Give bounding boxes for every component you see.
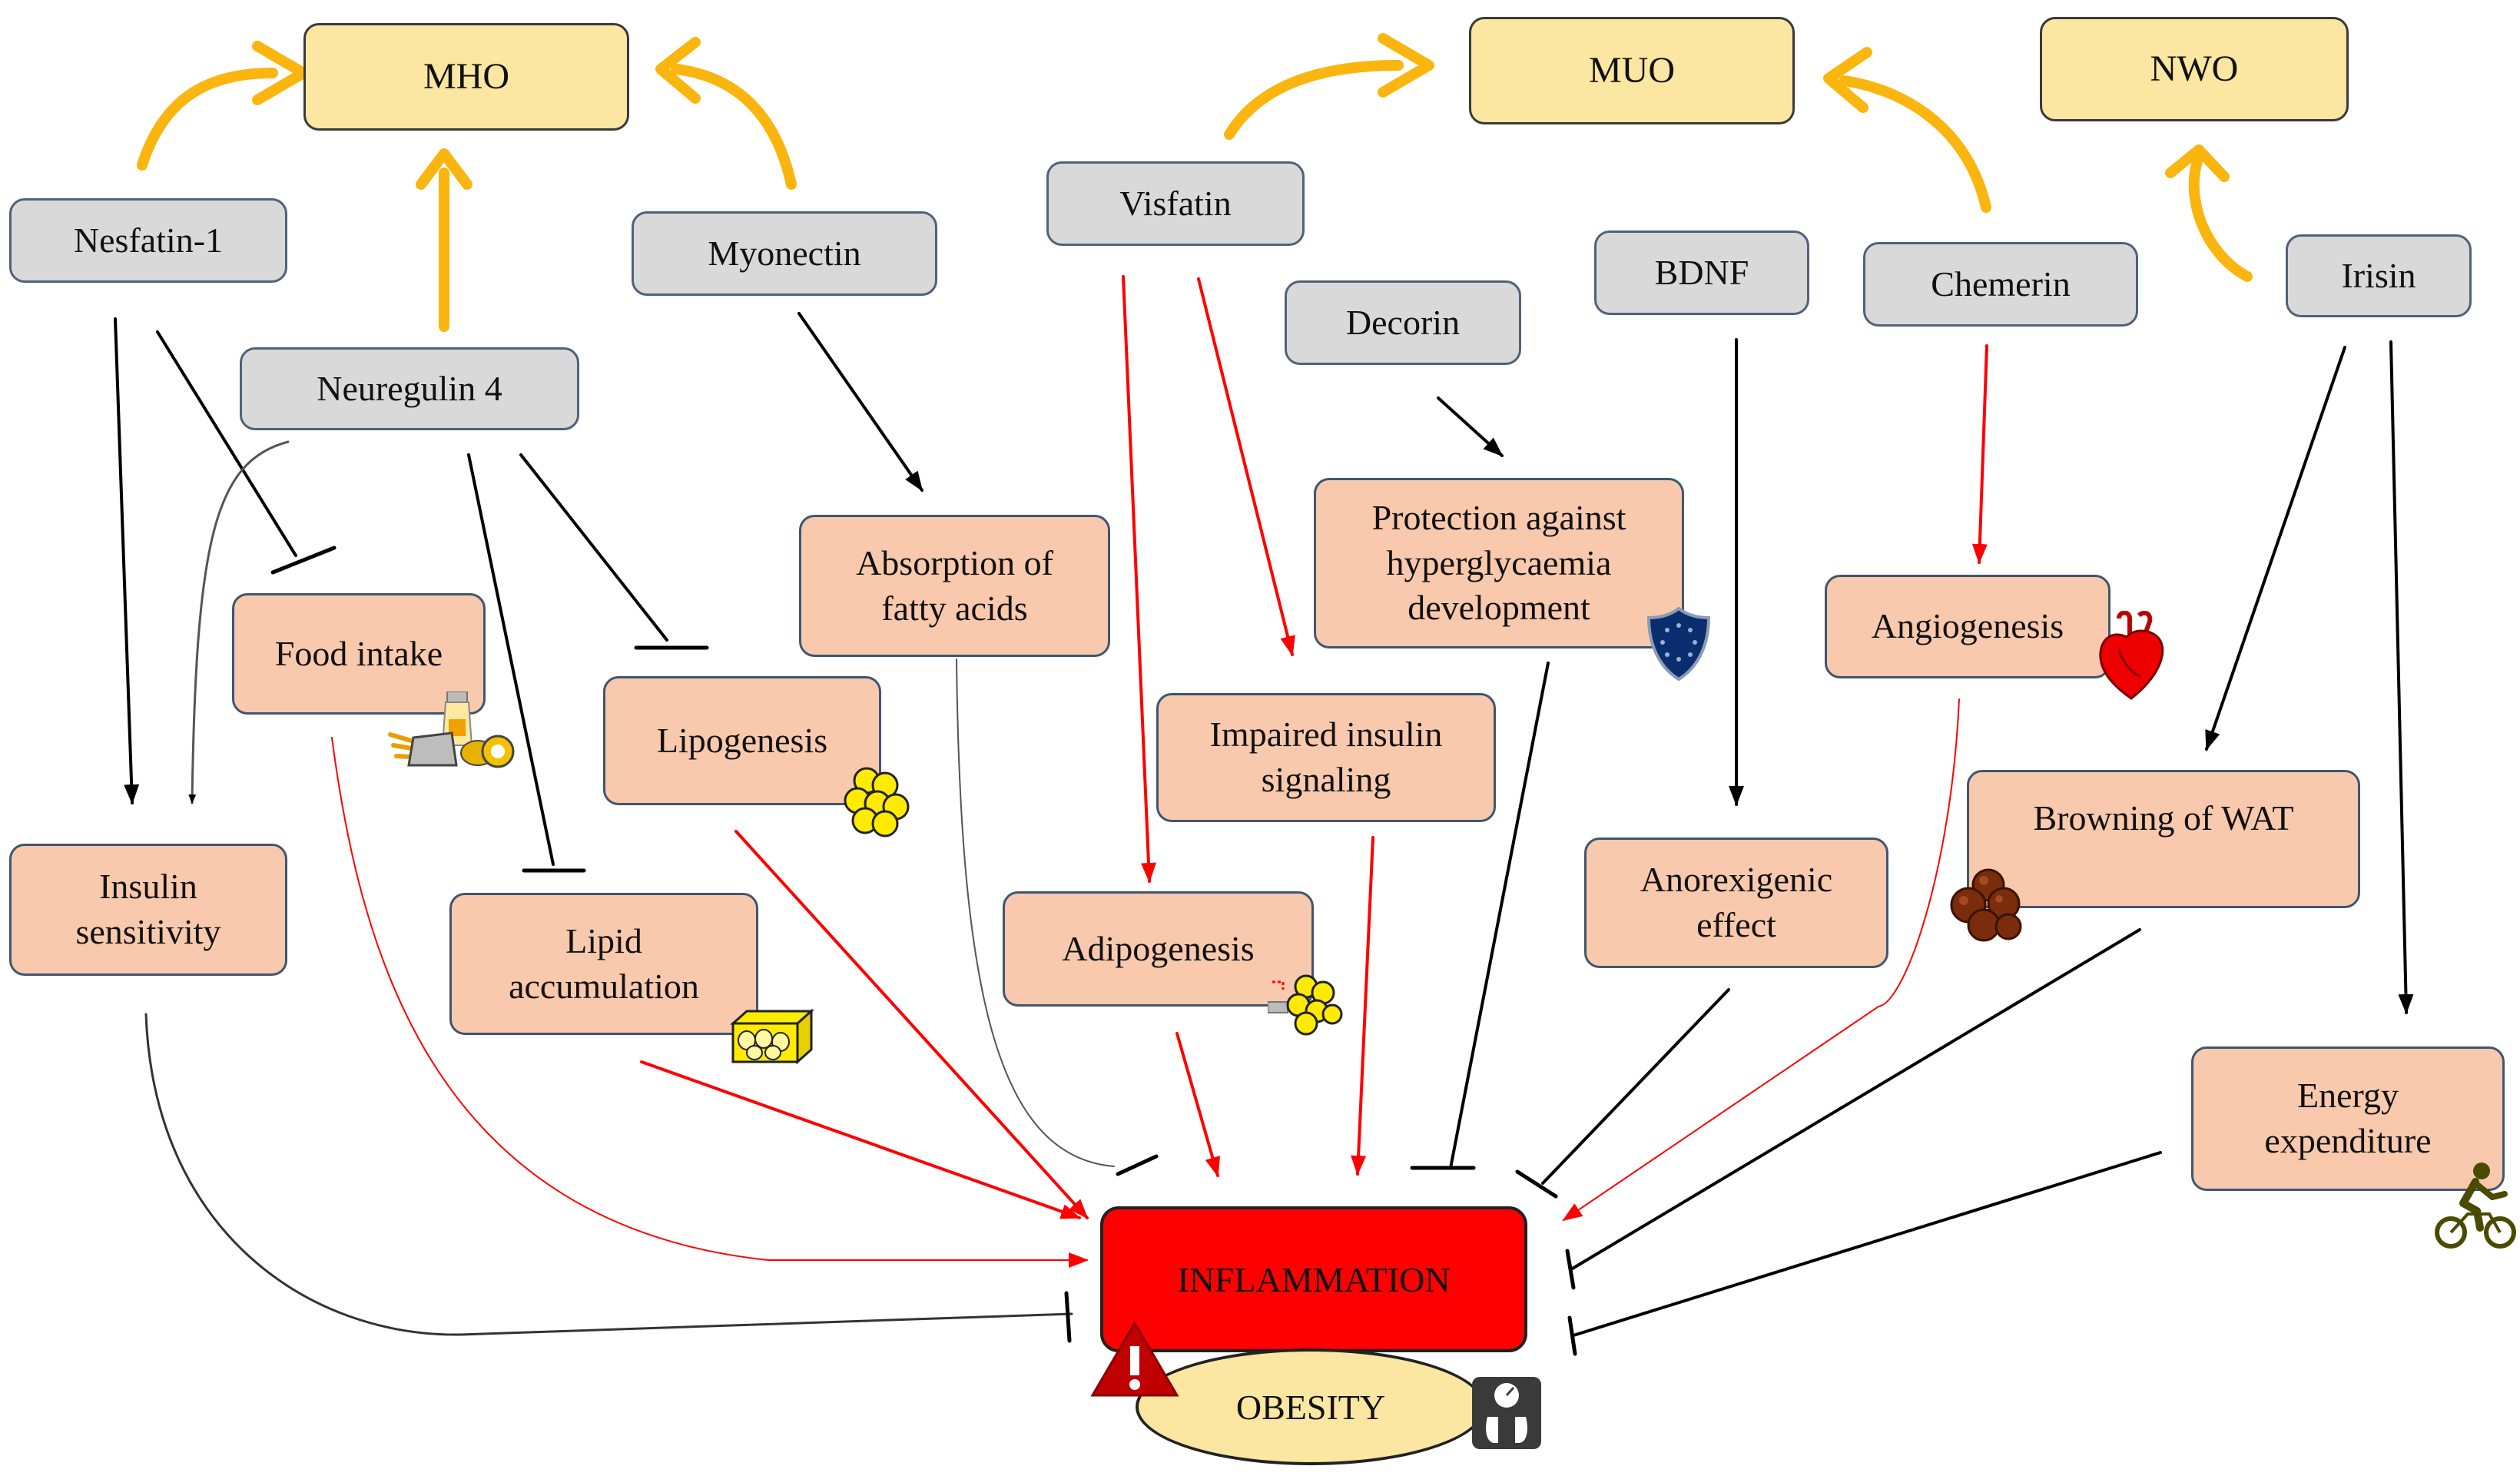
nesfatin-to-insulin-sensitivity [114,317,140,804]
anorexigenic-box: Anorexigenic effect [1584,838,1888,968]
decorin-to-protection [1437,396,1504,457]
nesfatin-inhibits-food-intake [156,330,297,557]
effect-inflammation-connectors [144,658,2162,1356]
chemerin-box: Chemerin [1863,242,2138,327]
warning-icon [1090,1321,1179,1397]
anorexigenic-inhibits-inflammation [1541,988,1730,1185]
lipogenesis-box: Lipogenesis [603,676,881,805]
cyclist-icon [2435,1163,2516,1249]
mho-box: MHO [303,23,629,131]
food-intake-box: Food intake [232,593,486,715]
adipogenesis-box: Adipogenesis [1003,891,1314,1007]
arrow-visfatin-to-muo [1224,60,1404,140]
arrow-chemerin-to-muo [1839,75,1991,213]
neuregulin-inhibits-lipid-accumulation [467,453,555,866]
shield-icon [1646,606,1711,682]
arrow-myonectin-to-mho [671,64,797,190]
protection-box: Protection against hyperglycaemia develo… [1314,478,1684,648]
arrow-nesfatin-to-mho [137,68,278,171]
lipogenesis-to-inflammation [734,830,1089,1219]
molecule-effect-connectors [114,275,2414,1014]
heart-icon [2099,611,2164,700]
chemerin-to-angiogenesis [1971,344,1988,564]
insulin-sensitivity-box: Insulin sensitivity [9,844,287,976]
lipid-droplet-icon [730,1008,814,1065]
scale-icon [1472,1377,1541,1449]
food-intake-to-inflammation [331,737,1089,1268]
angiogenesis-to-inflammation [1562,698,1960,1222]
myonectin-to-absorption [797,312,923,492]
brown-fat-icon [1950,868,2022,942]
absorption-box: Absorption of fatty acids [799,515,1110,657]
lipid-accumulation-box: Lipid accumulation [449,893,758,1035]
myonectin-box: Myonectin [632,211,937,296]
fat-cells-icon [844,767,910,838]
muo-box: MUO [1469,17,1795,124]
insulin-sensitivity-inhibits-inflammation [144,1013,1073,1336]
adipogenesis-to-inflammation [1175,1032,1221,1177]
neuregulin-box: Neuregulin 4 [240,347,579,430]
outcome-arrows [137,33,2253,332]
food-icon [388,692,515,768]
impaired-insulin-box: Impaired insulin signaling [1156,693,1496,822]
absorption-inhibits-inflammation [956,658,1115,1167]
bdnf-box: BDNF [1594,231,1809,315]
irisin-to-browning [2205,346,2346,751]
neuregulin-to-insulin-sensitivity [188,440,290,804]
inflammation-box: INFLAMMATION [1100,1206,1527,1352]
energy-inhibits-inflammation [1572,1151,2162,1337]
impaired-insulin-to-inflammation [1351,836,1374,1176]
irisin-to-energy [2389,340,2414,1014]
adipocyte-cluster-icon [1268,974,1343,1036]
neuregulin-inhibits-lipogenesis [519,453,668,642]
nwo-box: NWO [2040,17,2349,121]
browning-box: Browning of WAT [1967,770,2360,908]
obesity-ellipse: OBESITY [1136,1348,1486,1465]
visfatin-to-adipogenesis [1122,275,1156,883]
visfatin-to-impaired-insulin [1197,277,1295,656]
arrow-irisin-to-nwo [2188,156,2253,282]
decorin-box: Decorin [1285,280,1521,365]
visfatin-box: Visfatin [1046,161,1305,246]
irisin-box: Irisin [2286,234,2472,317]
browning-inhibits-inflammation [1570,928,2141,1271]
protection-inhibits-inflammation [1449,662,1550,1169]
lipid-accumulation-to-inflammation [640,1060,1081,1219]
nesfatin-box: Nesfatin-1 [9,198,287,283]
angiogenesis-box: Angiogenesis [1825,575,2110,678]
energy-box: Energy expenditure [2191,1046,2505,1191]
